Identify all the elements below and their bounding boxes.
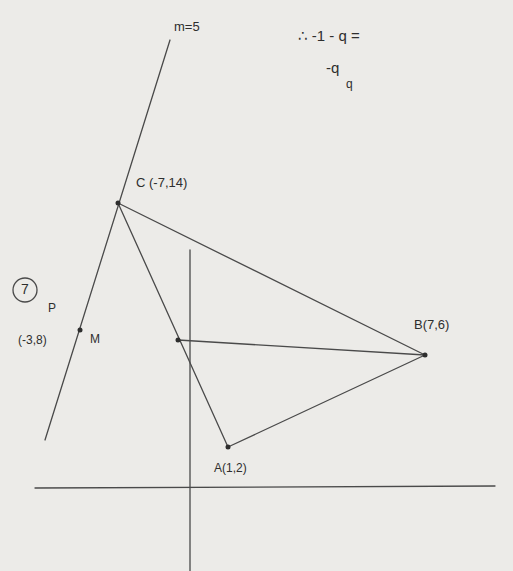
line-m	[45, 40, 170, 440]
point-label: P	[48, 302, 56, 315]
point-p	[78, 328, 83, 333]
point-m	[176, 338, 181, 343]
x-axis	[35, 486, 495, 488]
side-ab	[228, 355, 425, 447]
y-axis	[189, 250, 190, 571]
side-ca	[118, 203, 228, 447]
question-circle	[13, 278, 37, 302]
slope-label: m=5	[174, 20, 200, 34]
working-note: q	[346, 78, 353, 91]
point-c	[116, 201, 121, 206]
point-label: A(1,2)	[214, 462, 247, 475]
point-label: C (-7,14)	[136, 176, 187, 190]
point-b	[423, 353, 428, 358]
side-cb	[118, 203, 425, 355]
working-note: ∴ -1 - q =	[298, 28, 360, 45]
working-note: -q	[326, 60, 339, 77]
point-label: B(7,6)	[414, 318, 449, 332]
question-number: 7	[21, 282, 29, 297]
median-bm	[178, 340, 425, 355]
coordinate-label: (-3,8)	[18, 334, 47, 347]
point-label: M	[90, 333, 100, 346]
point-a	[226, 445, 231, 450]
